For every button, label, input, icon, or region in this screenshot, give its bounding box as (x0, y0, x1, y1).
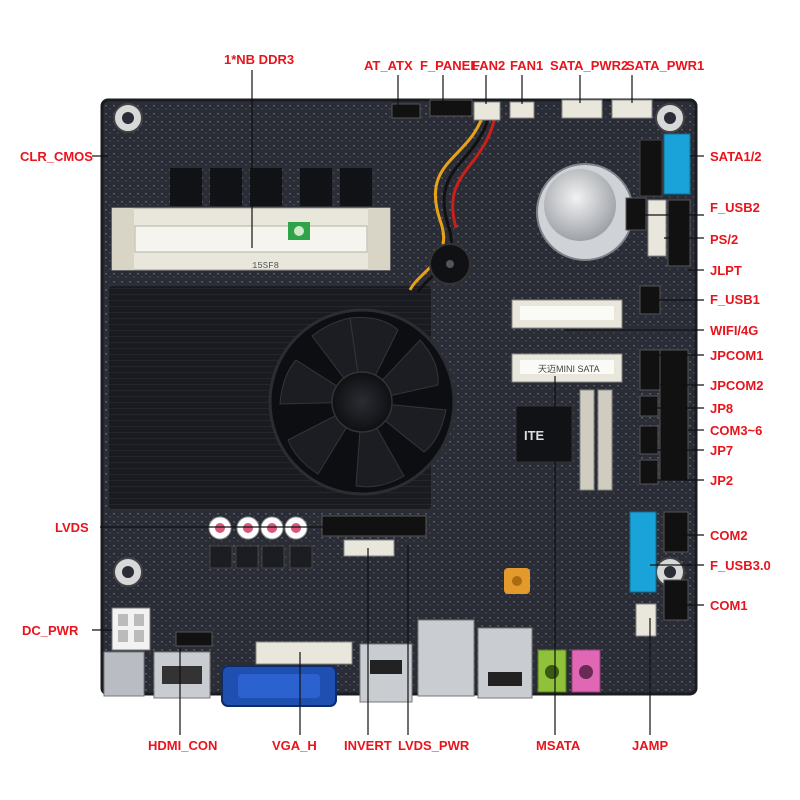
chip-brand: ITE (524, 428, 545, 443)
cpu-fan (268, 308, 456, 496)
label-msata: MSATA (536, 738, 581, 753)
ddr3-slot: 15SF8 (111, 207, 391, 271)
top-headers (391, 99, 653, 121)
label-jp8: JP8 (710, 401, 733, 416)
label-fan2: FAN2 (472, 58, 505, 73)
lvds-header (321, 515, 427, 537)
bottom-io (103, 619, 601, 707)
green-component (288, 222, 310, 240)
dc-power-connector (111, 607, 151, 651)
invert-connector (343, 539, 395, 557)
label-f-usb1: F_USB1 (710, 292, 760, 307)
capacitors (208, 516, 308, 540)
label-nb-ddr3: 1*NB DDR3 (224, 52, 294, 67)
label-clr-cmos: CLR_CMOS (20, 149, 93, 164)
label-sata-pwr2: SATA_PWR2 (550, 58, 628, 73)
label-vga-h: VGA_H (272, 738, 317, 753)
label-invert: INVERT (344, 738, 392, 753)
label-at-atx: AT_ATX (364, 58, 413, 73)
buzzer (429, 243, 471, 285)
label-sata12: SATA1/2 (710, 149, 762, 164)
dimm-marking: 15SF8 (252, 261, 279, 271)
label-com36: COM3~6 (710, 423, 762, 438)
label-jlpt: JLPT (710, 263, 742, 278)
msata-slot-marking: 天迈MINI SATA (538, 364, 600, 374)
label-jpcom2: JPCOM2 (710, 378, 763, 393)
label-sata-pwr1: SATA_PWR1 (626, 58, 704, 73)
orange-component (504, 568, 530, 594)
label-jp2: JP2 (710, 473, 733, 488)
label-jp7: JP7 (710, 443, 733, 458)
usb3-header (629, 511, 689, 637)
label-wifi4g: WIFI/4G (710, 323, 758, 338)
inductors (209, 545, 313, 569)
label-f-panel: F_PANEL (420, 58, 478, 73)
sata-connectors (639, 133, 691, 197)
label-f-usb30: F_USB3.0 (710, 558, 771, 573)
leader-lines (92, 70, 704, 735)
ite-chip: ITE (515, 405, 573, 463)
mini-pcie-slots: 天迈MINI SATA (511, 299, 623, 383)
label-jamp: JAMP (632, 738, 668, 753)
label-hdmi-con: HDMI_CON (148, 738, 217, 753)
label-com1: COM1 (710, 598, 748, 613)
label-com2: COM2 (710, 528, 748, 543)
label-lvds-pwr: LVDS_PWR (398, 738, 470, 753)
callout-labels: 1*NB DDR3 AT_ATX F_PANEL FAN2 FAN1 SATA_… (20, 52, 771, 753)
label-fan1: FAN1 (510, 58, 543, 73)
label-jpcom1: JPCOM1 (710, 348, 763, 363)
onboard-memory-chips (170, 168, 372, 206)
cmos-battery (536, 163, 634, 261)
vertical-headers-mid (579, 389, 613, 491)
label-f-usb2: F_USB2 (710, 200, 760, 215)
label-ps2: PS/2 (710, 232, 738, 247)
label-dc-pwr: DC_PWR (22, 623, 79, 638)
label-lvds: LVDS (55, 520, 89, 535)
